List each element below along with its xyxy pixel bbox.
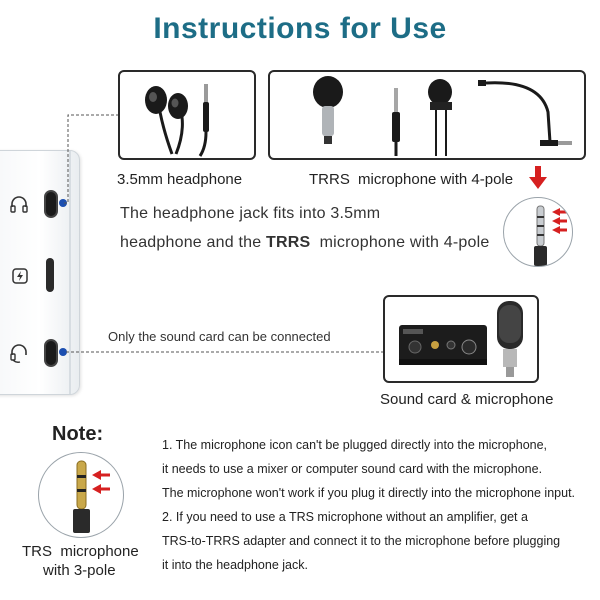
headset-mic-icon: [10, 344, 27, 363]
sound-card-only-text: Only the sound card can be connected: [108, 329, 331, 344]
sound-card-mic-label: Sound card & microphone: [380, 391, 554, 408]
trrs-plug-circle: [503, 197, 573, 267]
desc-line2-prefix: headphone and the: [120, 234, 266, 251]
note-line: 2. If you need to use a TRS microphone w…: [162, 510, 528, 524]
note-line: TRS-to-TRRS adapter and connect it to th…: [162, 534, 561, 548]
trrs-mic-label: TRRS microphone with 4-pole: [309, 171, 513, 188]
note-title: Note:: [52, 423, 104, 445]
headphone-label: 3.5mm headphone: [117, 171, 243, 188]
trs-plug-circle: [38, 452, 124, 538]
trrs-mic-label-prefix: TRRS: [309, 171, 350, 188]
lavalier-mic-icon: [313, 76, 572, 156]
trrs-mic-label-suffix: microphone with 4-pole: [358, 171, 514, 188]
sound-card-icon: [399, 301, 523, 377]
mic-port: [44, 339, 58, 367]
headphone-port-dot: [59, 199, 67, 207]
note-line: it into the headphone jack.: [162, 558, 308, 572]
headphone-icon: [10, 196, 28, 213]
headphone-port: [44, 190, 58, 218]
page-title: Instructions for Use: [153, 12, 447, 45]
note-line: The microphone won't work if you plug it…: [162, 486, 576, 500]
charging-port: [46, 258, 54, 292]
note-line: it needs to use a mixer or computer soun…: [162, 462, 543, 476]
jack-description-line1: The headphone jack fits into 3.5mm: [120, 205, 381, 222]
jack-description-line2: headphone and the TRRS microphone with 4…: [120, 234, 489, 252]
desc-line2-bold: TRRS: [265, 234, 311, 251]
headphone-photo-box: [118, 70, 256, 160]
note-line: 1. The microphone icon can't be plugged …: [162, 438, 548, 452]
trs-label-line2: with 3-pole: [43, 562, 116, 579]
trs-plug-icon: [73, 460, 110, 533]
down-arrow-icon: [529, 166, 547, 189]
sound-card-photo-box: [383, 295, 539, 383]
mic-port-dot: [59, 348, 67, 356]
trrs-plug-icon: [534, 205, 567, 266]
desc-line2-suffix: microphone with 4-pole: [310, 234, 490, 251]
trrs-mic-photo-box: [268, 70, 586, 160]
trs-label-line1: TRS microphone: [22, 543, 139, 560]
earphones-icon: [145, 84, 209, 157]
charging-icon: [12, 268, 28, 284]
